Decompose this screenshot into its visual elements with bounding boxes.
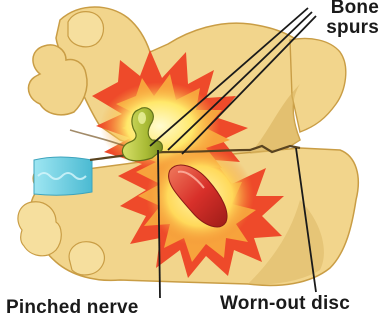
vertebra-nub-top bbox=[68, 12, 103, 47]
bone-spurs-label-line1: Bone bbox=[326, 0, 379, 18]
bone-spurs-label-line2: spurs bbox=[326, 18, 379, 38]
pinched-nerve-label: Pinched nerve bbox=[6, 298, 138, 318]
vertebra-right-ledge bbox=[290, 39, 346, 133]
nerve-highlight bbox=[138, 112, 146, 124]
vertebra-lower-bottom-bump bbox=[69, 242, 104, 275]
worn-out-disc-label: Worn-out disc bbox=[220, 294, 350, 314]
bone-spurs-label: Bone spurs bbox=[326, 0, 379, 38]
